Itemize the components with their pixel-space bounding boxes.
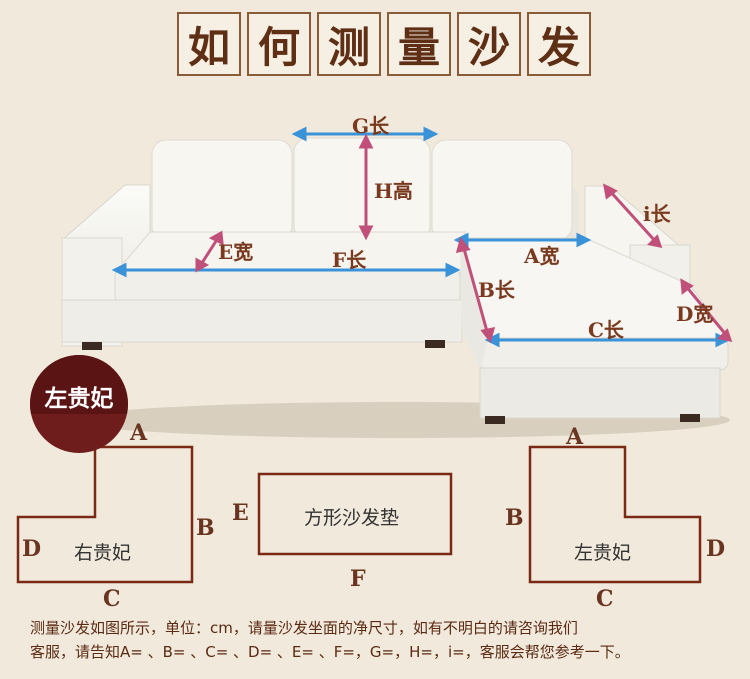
arrow-head (646, 234, 663, 248)
right-diagram-label-c: C (596, 586, 614, 612)
instructions: 测量沙发如图所示，单位：cm，请量沙发坐面的净尺寸，如有不明白的请咨询我们 客服… (30, 616, 730, 664)
arrow-head (291, 126, 307, 142)
arrow-head (576, 232, 592, 248)
title-char: 测 (317, 12, 381, 76)
right-diagram-label-a: A (566, 424, 584, 450)
label-d: D宽 (676, 302, 714, 326)
title-char: 量 (387, 12, 451, 76)
back-cushion-right (431, 139, 573, 241)
sofa-base (61, 299, 463, 343)
instructions-line-1: 测量沙发如图所示，单位：cm，请量沙发坐面的净尺寸，如有不明白的请咨询我们 (30, 619, 578, 637)
square-cushion-shape (257, 472, 453, 556)
middle-diagram-label-e: E (232, 500, 249, 526)
arrow-head (680, 278, 694, 295)
title-char: 如 (177, 12, 241, 76)
sofa-leg (82, 342, 102, 350)
back-cushion-left (151, 139, 293, 241)
label-f: F长 (332, 248, 367, 272)
chaise-base (479, 367, 721, 419)
label-a: A宽 (524, 244, 560, 268)
right-diagram-name: 左贵妃 (574, 542, 632, 564)
badge-band (30, 355, 128, 414)
left-diagram-label-a: A (130, 420, 148, 446)
arrow-head (208, 230, 224, 246)
arrow-i (607, 188, 658, 244)
arrow-head (358, 225, 374, 241)
arrow-head (358, 133, 374, 149)
sofa-leg (485, 416, 505, 424)
right-diagram-label-b: B (505, 505, 524, 531)
arrow-head (445, 262, 461, 278)
right-diagram-label-d: D (706, 536, 726, 562)
chaise-side (460, 240, 488, 370)
label-e: E宽 (218, 240, 254, 264)
seat-front (114, 269, 461, 303)
page-title: 如 何 测 量 沙 发 (177, 12, 591, 76)
label-i: i长 (643, 202, 671, 226)
label-c: C长 (588, 318, 624, 342)
badge-text: 左贵妃 (44, 385, 114, 412)
left-diagram-name: 右贵妃 (74, 542, 132, 564)
arrow-head (484, 332, 500, 348)
title-char: 何 (247, 12, 311, 76)
chaise-badge: 左贵妃 (30, 355, 128, 453)
arrow-e (198, 237, 220, 267)
sofa-leg (680, 414, 700, 422)
label-g: G长 (352, 114, 390, 138)
left-diagram-label-c: C (103, 586, 121, 612)
middle-diagram-name: 方形沙发垫 (304, 507, 400, 529)
label-b: B长 (478, 278, 515, 302)
arrow-head (716, 328, 733, 342)
arrow-head (423, 126, 439, 142)
left-diagram-label-b: B (196, 515, 215, 541)
sofa-leg (425, 340, 445, 348)
label-h: H高 (374, 179, 413, 203)
left-diagram-label-d: D (22, 536, 42, 562)
arrow-head (195, 257, 210, 273)
arrow-head (480, 327, 496, 344)
middle-diagram-label-f: F (350, 566, 366, 592)
left-chaise-shape (16, 445, 194, 584)
arrow-d (683, 284, 729, 337)
arrow-head (111, 262, 127, 278)
instructions-line-2: 客服，请告知A= 、B= 、C= 、D= 、E= 、F=，G=，H=，i=，客服… (30, 643, 630, 661)
right-chaise-shape (528, 445, 702, 584)
title-char: 发 (527, 12, 591, 76)
arrow-head (455, 236, 471, 253)
title-char: 沙 (457, 12, 521, 76)
arrow-head (602, 183, 618, 200)
arrow-b (461, 244, 490, 336)
